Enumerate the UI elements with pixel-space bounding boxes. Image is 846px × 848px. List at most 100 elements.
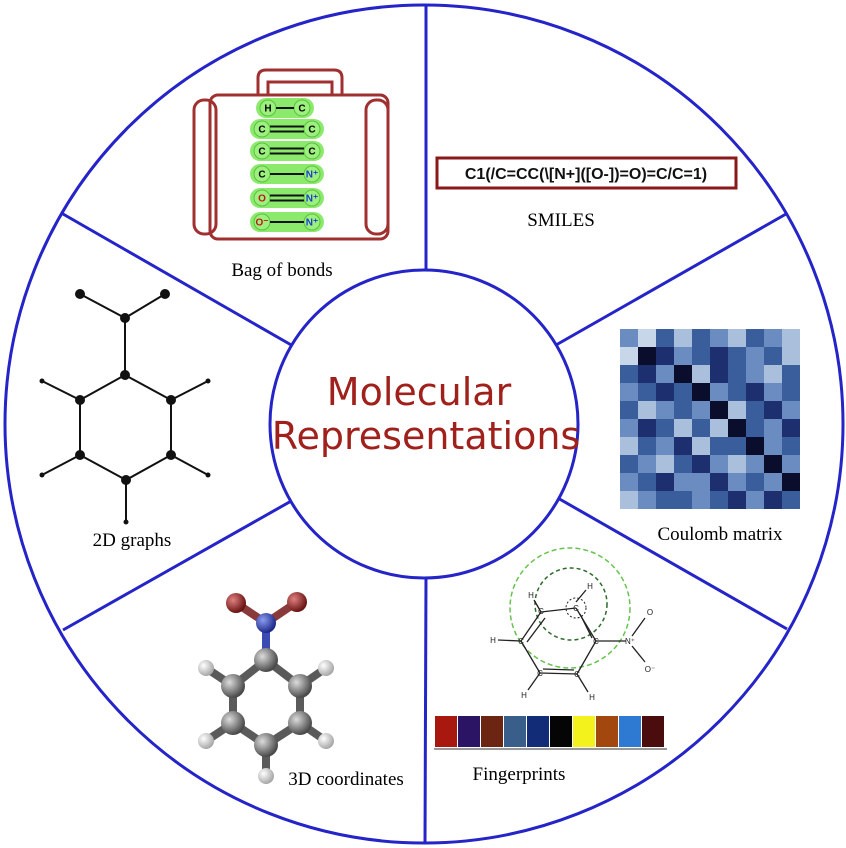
matrix-cell: [746, 419, 764, 437]
matrix-cell: [656, 455, 674, 473]
carbon-atom: [221, 711, 245, 735]
bond-atom-label: C: [298, 104, 305, 115]
matrix-cell: [638, 419, 656, 437]
matrix-cell: [728, 401, 746, 419]
label-coulomb-matrix: Coulomb matrix: [657, 524, 783, 545]
spoke-lower-left: [62, 498, 294, 632]
bond-atom-label: C: [258, 125, 265, 136]
fingerprint-bit: [458, 716, 480, 747]
matrix-cell: [674, 365, 692, 383]
graph-node: [121, 475, 131, 485]
bond-atom-label: C: [308, 125, 315, 136]
matrix-cell: [656, 491, 674, 509]
matrix-cell: [764, 455, 782, 473]
matrix-cell: [638, 455, 656, 473]
matrix-cell: [620, 491, 638, 509]
matrix-cell: [656, 347, 674, 365]
matrix-cell: [692, 455, 710, 473]
fingerprint-atom: H: [521, 691, 527, 700]
matrix-cell: [656, 401, 674, 419]
matrix-cell: [620, 329, 638, 347]
matrix-cell: [782, 347, 800, 365]
fingerprint-bit: [642, 716, 664, 747]
matrix-cell: [674, 473, 692, 491]
spoke-upper-right: [555, 212, 787, 347]
fingerprint-atom: H: [490, 636, 496, 645]
graph-node: [166, 395, 176, 405]
matrix-cell: [746, 365, 764, 383]
matrix-cell: [746, 401, 764, 419]
hydrogen-atom: [198, 660, 214, 676]
fingerprint-atom: C: [537, 669, 543, 678]
fingerprint-bit: [504, 716, 526, 747]
fingerprint-atom: H: [589, 693, 595, 702]
matrix-cell: [728, 473, 746, 491]
matrix-cell: [764, 347, 782, 365]
hydrogen-atom: [318, 733, 334, 749]
matrix-cell: [710, 383, 728, 401]
ball-and-stick-molecule: [198, 592, 334, 784]
matrix-cell: [620, 383, 638, 401]
matrix-cell: [638, 401, 656, 419]
matrix-cell: [746, 383, 764, 401]
graph-node-small: [205, 472, 211, 478]
oxygen-atom: [226, 593, 246, 613]
bond-atom-label: O⁻: [255, 218, 268, 229]
carbon-atom: [288, 674, 312, 698]
matrix-cell: [656, 365, 674, 383]
smiles-string: C1(/C=CC(\[N+]([O-])=O)=C/C=1): [465, 166, 707, 183]
matrix-cell: [620, 365, 638, 383]
hydrogen-atom: [198, 733, 214, 749]
hydrogen-atom: [318, 660, 334, 676]
matrix-cell: [728, 383, 746, 401]
bond-atom-label: N⁺: [306, 194, 319, 205]
fingerprint-atom: O: [647, 608, 653, 617]
label-3d-coordinates: 3D coordinates: [288, 769, 404, 790]
matrix-cell: [638, 437, 656, 455]
center-title-line1: Molecular: [327, 370, 512, 414]
matrix-cell: [782, 383, 800, 401]
label-2d-graphs: 2D graphs: [93, 530, 172, 551]
bond-pair: O⁻N⁺: [250, 212, 324, 232]
matrix-cell: [764, 329, 782, 347]
bond-atom-label: N⁺: [306, 170, 319, 181]
fingerprint-bit: [550, 716, 572, 747]
matrix-cell: [710, 473, 728, 491]
bond-atom-label: C: [258, 147, 265, 158]
center-circle: [268, 268, 580, 580]
matrix-cell: [782, 473, 800, 491]
matrix-cell: [710, 419, 728, 437]
matrix-cell: [746, 347, 764, 365]
matrix-cell: [782, 365, 800, 383]
fp-radius-0: [565, 597, 587, 619]
hydrogen-atom: [258, 768, 274, 784]
graph-node: [75, 395, 85, 405]
matrix-cell: [638, 365, 656, 383]
matrix-cell: [692, 473, 710, 491]
matrix-cell: [746, 473, 764, 491]
matrix-cell: [674, 401, 692, 419]
matrix-cell: [710, 329, 728, 347]
graph-node: [160, 289, 170, 299]
spoke-bottom: [423, 575, 428, 844]
matrix-cell: [692, 401, 710, 419]
matrix-cell: [692, 491, 710, 509]
matrix-cell: [656, 329, 674, 347]
matrix-cell: [656, 419, 674, 437]
graph-node-small: [39, 378, 45, 384]
carbon-atom: [254, 648, 278, 672]
fingerprint-atom: N⁺: [625, 637, 635, 646]
graph-node-small: [205, 378, 211, 384]
matrix-cell: [692, 383, 710, 401]
fingerprint-bit: [619, 716, 641, 747]
label-smiles: SMILES: [527, 210, 595, 231]
fingerprint-bit: [573, 716, 595, 747]
matrix-cell: [620, 455, 638, 473]
carbon-atom: [221, 674, 245, 698]
graph-node: [120, 313, 130, 323]
